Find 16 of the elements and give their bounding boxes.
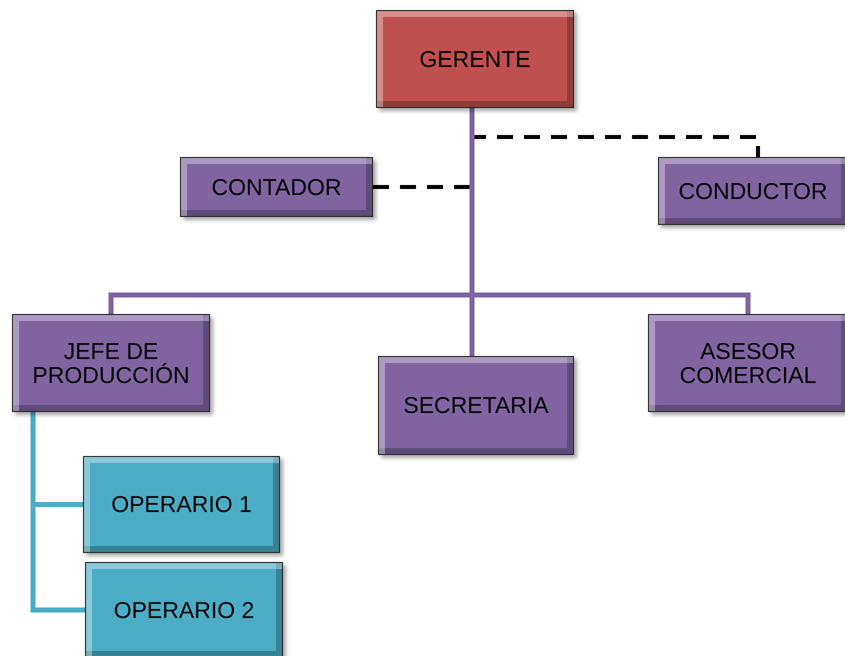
org-chart-box [648, 314, 845, 412]
box-label: GERENTE [418, 46, 532, 72]
box-label: CONDUCTOR [677, 178, 829, 204]
org-chart-box [658, 157, 845, 225]
org-chart-box [180, 157, 373, 217]
org-chart-box [83, 456, 280, 553]
box-label: ASESOR COMERCIAL [678, 338, 818, 388]
box-label: OPERARIO 2 [112, 598, 256, 622]
box-label: OPERARIO 1 [110, 492, 253, 517]
box-label: CONTADOR [210, 174, 342, 200]
org-chart-box [12, 314, 210, 412]
box-label: SECRETARIA [402, 393, 550, 418]
org-chart-box [85, 562, 283, 656]
org-chart-box [378, 356, 574, 455]
box-label: JEFE DE PRODUCCIÓN [31, 338, 191, 388]
org-chart-box [376, 10, 574, 108]
